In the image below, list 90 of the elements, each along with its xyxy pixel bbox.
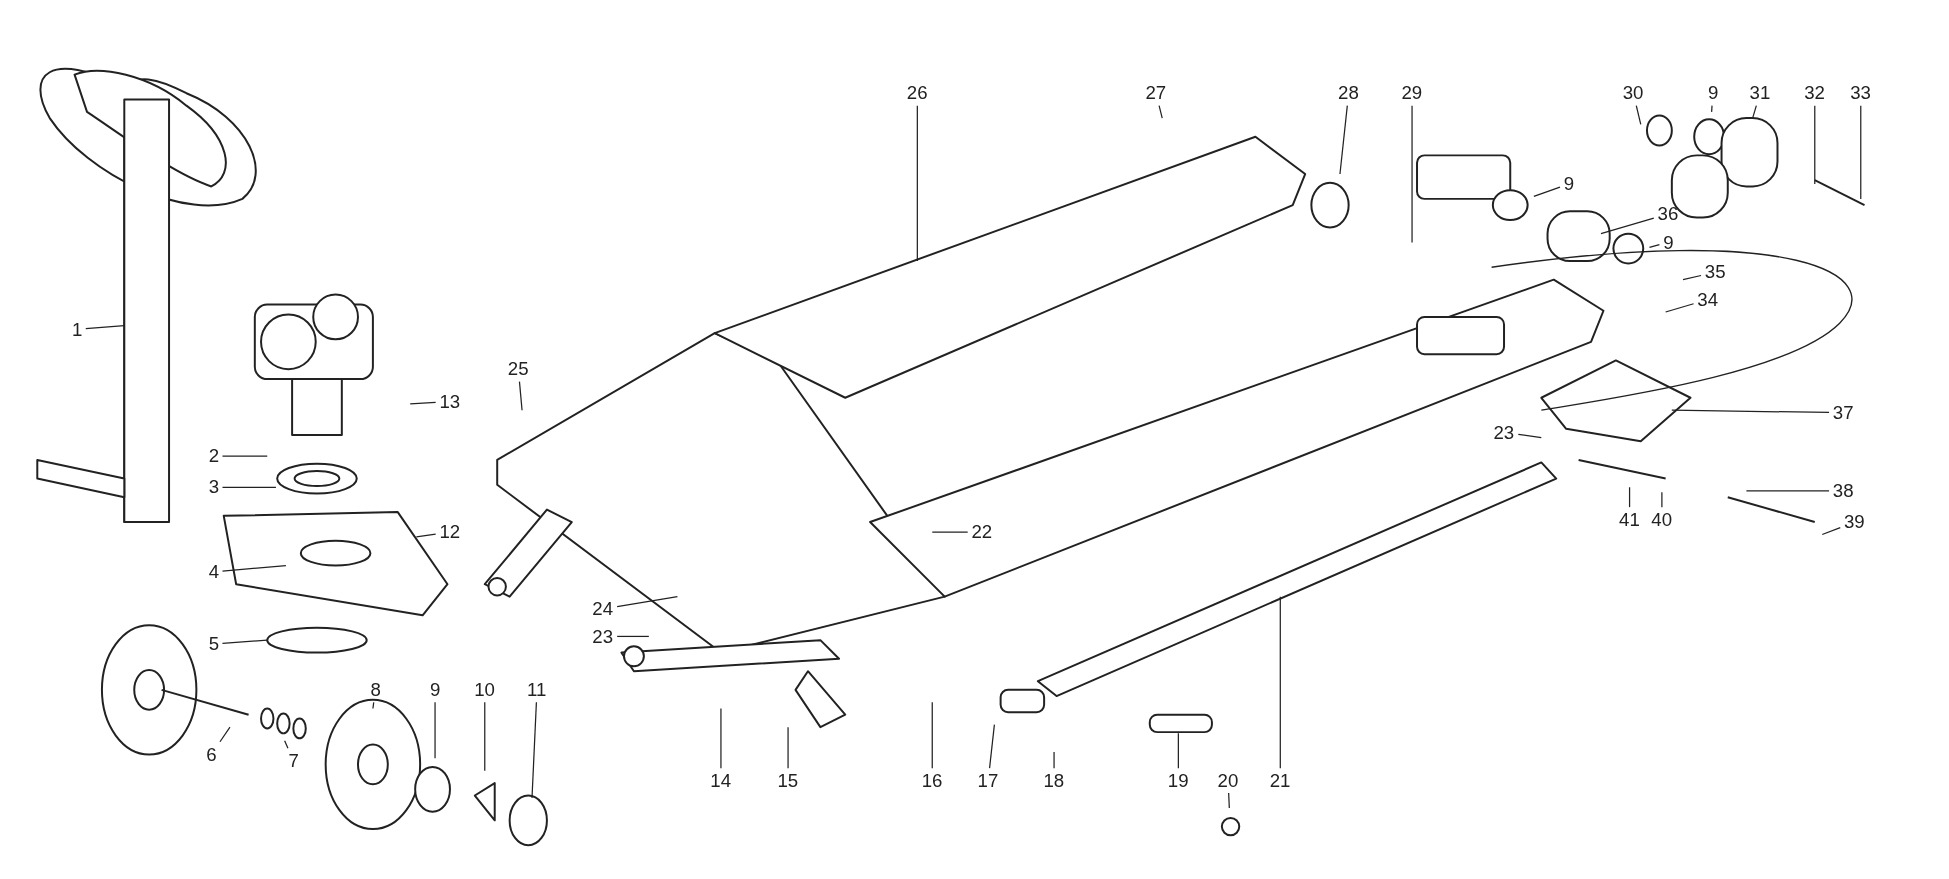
callout-number: 33 [1848,83,1873,104]
callout-number: 41 [1617,509,1641,530]
callout-number: 34 [1696,289,1720,310]
callout-number: 35 [1703,262,1727,283]
callout-number: 32 [1802,83,1827,104]
leader-line [1860,105,1862,200]
leader-line [85,325,125,330]
callout-number: 6 [205,744,218,765]
callout-number: 25 [506,359,530,380]
callout-number: 9 [428,679,442,700]
leader-line [931,531,969,533]
leader-line [518,381,523,411]
callout-number: 7 [287,750,300,771]
leader-line [372,701,375,710]
callout-number: 14 [709,770,733,791]
leader-line [616,635,650,638]
callout-number: 31 [1748,83,1772,104]
leader-line [415,533,437,538]
leader-line [1517,433,1542,439]
leader-line [1661,491,1663,508]
callout-number: 24 [591,599,615,619]
callout-number: 5 [207,633,221,654]
callout-number: 8 [369,679,383,700]
callout-number: 20 [1216,770,1240,791]
leader-line [1635,105,1642,125]
leader-line [1745,490,1830,492]
leader-line [1814,105,1816,185]
leader-line [988,724,995,769]
leader-line [409,401,437,405]
leader-line [1053,751,1055,769]
callout-number: 9 [1706,83,1720,104]
callout-number: 21 [1268,770,1292,791]
callout-number: 2 [207,446,221,467]
leader-line [1752,105,1757,119]
callout-number: 26 [905,83,929,104]
callout-number: 29 [1400,83,1424,104]
leader-line [1411,105,1413,243]
callout-number: 4 [207,561,221,582]
leader-line [931,701,933,769]
callout-number: 39 [1842,512,1866,532]
callout-number: 18 [1042,770,1066,791]
leader-line [434,701,436,759]
leader-line [1665,303,1695,313]
leader-line [484,701,486,772]
leader-line [1711,105,1713,113]
leader-line [531,701,537,799]
callout-number: 13 [438,391,462,412]
leader-line [787,726,789,769]
leader-line [219,726,231,743]
leader-line [284,740,289,749]
leader-line [616,596,679,608]
leader-line [1671,409,1830,414]
callout-number: 28 [1336,83,1361,104]
callout-number: 9 [1562,174,1576,194]
callout-number: 3 [207,477,221,498]
leader-line [1158,105,1163,119]
callout-number: 12 [438,522,462,542]
callout-number: 40 [1650,509,1674,530]
leader-line [916,105,918,262]
callout-number: 15 [776,770,800,791]
leader-line [1821,526,1841,536]
callout-number: 36 [1656,203,1680,224]
callout-number: 22 [970,522,994,542]
leader-line [221,564,287,572]
leader-line [1682,274,1702,281]
callout-number: 19 [1166,770,1190,791]
leader-line [1648,244,1661,248]
leader-line [1228,792,1230,809]
callout-number: 1 [70,319,84,340]
callout-number: 16 [920,770,944,791]
callout-number: 38 [1831,481,1855,501]
leader-line [1600,217,1655,235]
callout-number: 11 [525,679,548,700]
leader-line [221,486,277,488]
callout-number: 17 [976,770,1000,791]
callout-number: 10 [472,679,497,700]
leader-line [221,455,268,457]
leader-line [1177,732,1179,769]
leader-line [1279,596,1281,769]
callout-number: 37 [1831,402,1855,423]
leader-line [1339,105,1348,175]
callout-number: 9 [1661,232,1675,253]
callout-number: 23 [1492,422,1516,443]
leader-line [1533,186,1561,197]
leader-line [720,707,722,769]
leader-line [221,639,268,644]
callout-number: 27 [1144,83,1168,104]
leader-line [1628,486,1631,508]
callout-number: 30 [1621,83,1645,104]
callout-number: 23 [591,626,615,647]
